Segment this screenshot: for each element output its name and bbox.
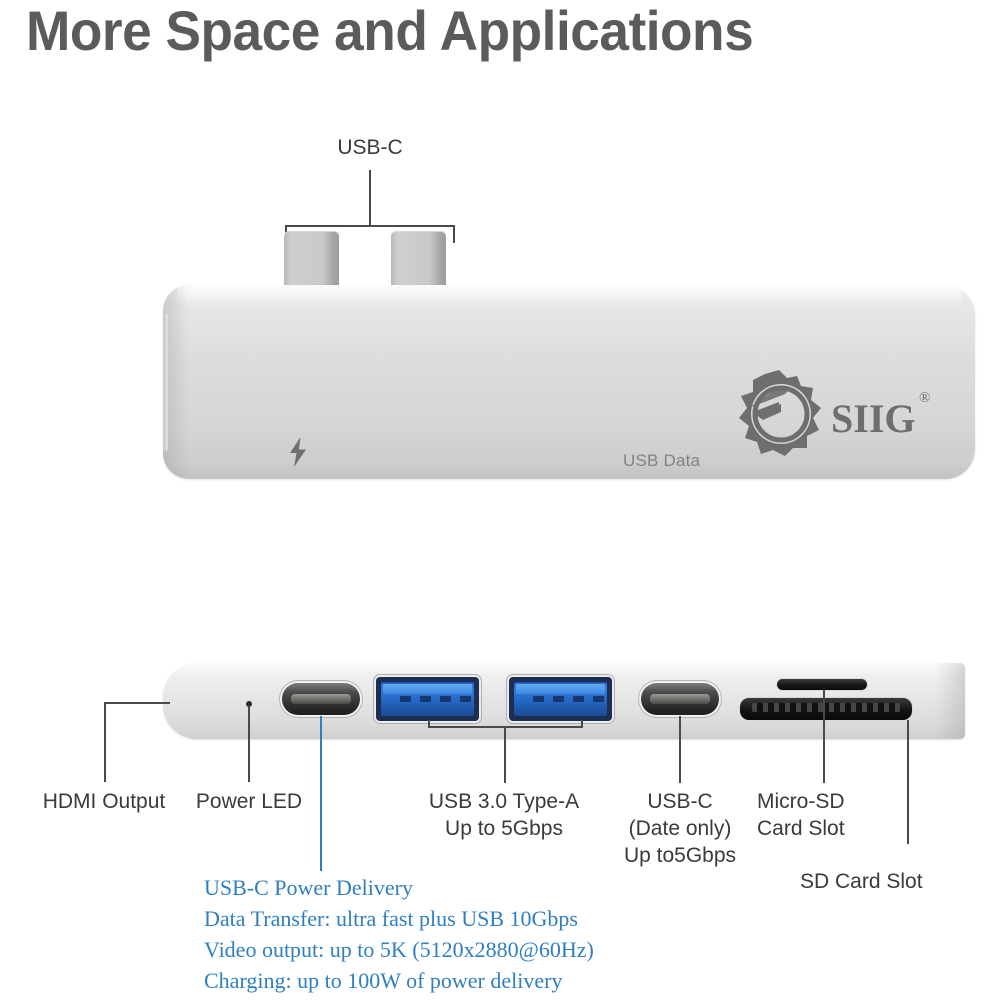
microsd-slot-icon [777,679,867,690]
leader-usbc-data [679,716,681,783]
lightning-bolt-icon [287,437,309,467]
usb-a-pin [573,696,584,702]
usb-c-power-delivery-note: USB-C Power Delivery Data Transfer: ultr… [204,875,594,993]
leader-usbc-top-bracket-right [453,225,455,243]
label-usb-a: USB 3.0 Type-A Up to 5Gbps [428,790,580,840]
usb-a-pin [593,696,604,702]
registered-trademark-icon: ® [919,390,931,406]
leader-usba-stem [504,726,506,783]
leader-sd-card [907,720,909,844]
led-indicator-icon [246,701,252,707]
usb-c-plug-right [391,231,446,287]
label-sd-card: SD Card Slot [800,870,923,893]
sd-slot-icon [740,698,912,720]
body-left-seam [163,313,168,451]
usb-a-pin [553,696,564,702]
usb-a-pin [400,696,411,702]
usb-a-pin [440,696,451,702]
usb-a-pin [460,696,471,702]
usb-a-pin [533,696,544,702]
body-gloss [177,285,961,307]
leader-hdmi-horizontal [104,702,170,704]
top-view-group: USB-C USB Data [163,136,975,479]
usb-a-tongue [383,684,472,694]
label-usb-c-data: USB-C (Date only) Up to5Gbps [623,790,737,867]
siig-gear-logo-icon [735,368,827,456]
leader-usba-bracket-left [428,720,430,727]
label-usbc-top: USB-C [337,136,403,159]
usb-c-plug-left [284,231,339,287]
usb-c-port-power-delivery [282,683,360,715]
usb-a-port-1 [376,677,479,721]
leader-usbc-power-delivery [320,716,322,871]
usb-data-marking: USB Data [623,451,701,470]
usb-c-tongue [291,694,351,704]
leader-usba-bracket-right [581,720,583,727]
label-hdmi-output: HDMI Output [42,790,166,813]
leader-hdmi-vertical [104,702,106,782]
body-right-shading [935,663,965,739]
leader-usbc-top-bracket [285,225,455,227]
label-power-led: Power LED [195,790,303,813]
sd-slot-contacts [752,703,900,712]
page-title: More Space and Applications [26,0,754,62]
usb-a-pin [420,696,431,702]
label-micro-sd: Micro-SD Card Slot [757,790,845,840]
usb-a-tongue [516,684,605,694]
siig-wordmark: SIIG [831,396,916,441]
usb-a-port-2 [509,677,612,721]
usb-c-port-data-only [641,683,719,715]
usb-c-tongue [650,694,710,704]
leader-microsd [823,690,825,783]
siig-logo: SIIG ® [735,368,930,456]
leader-usbc-top-stem [369,170,371,226]
leader-power-led [248,707,250,782]
